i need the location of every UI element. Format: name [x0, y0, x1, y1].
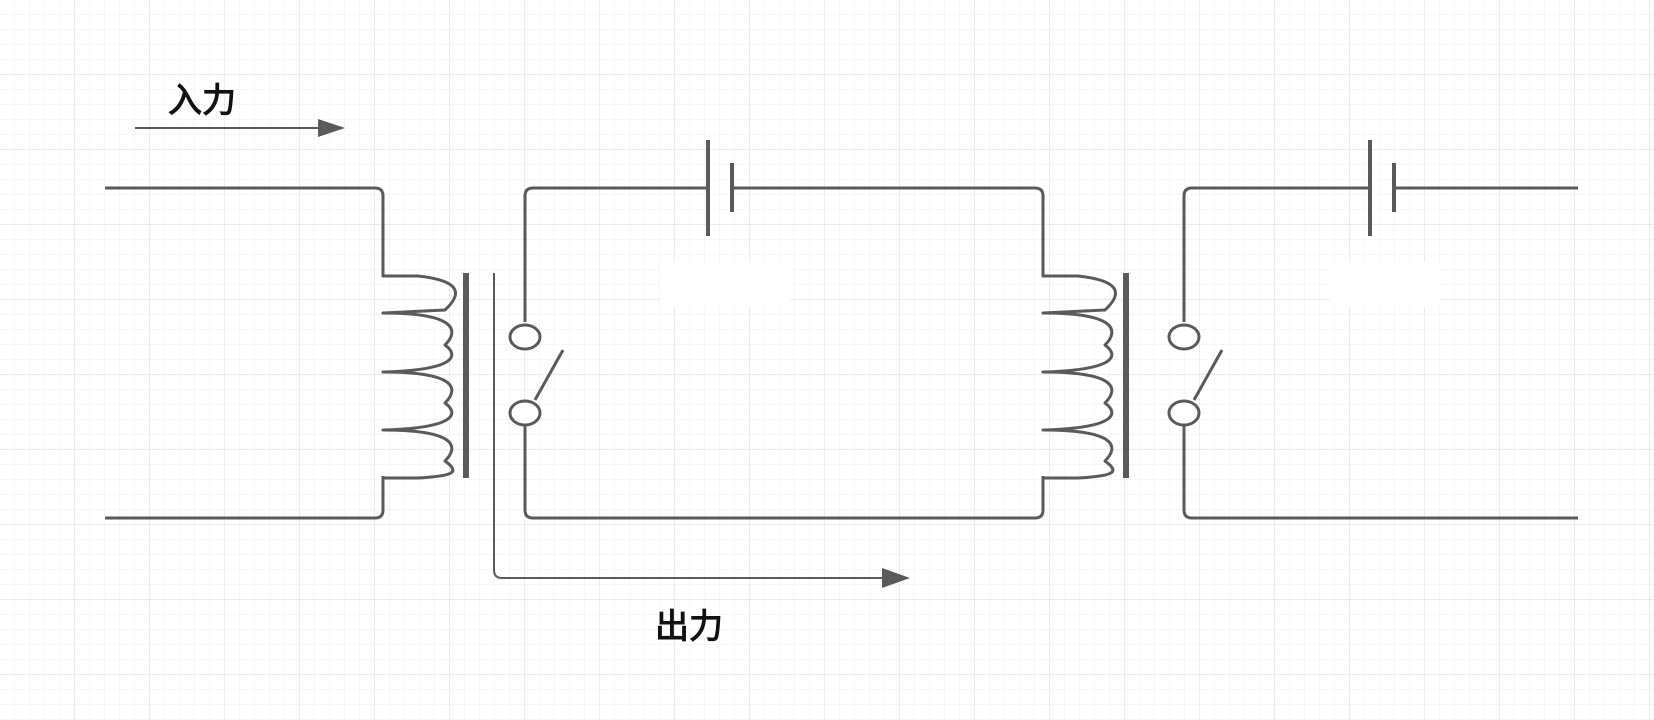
relay-2-contact-switch: [1167, 250, 1224, 510]
output-arrow: [493, 273, 910, 588]
battery-2: [1330, 140, 1440, 307]
input-wires: [105, 186, 385, 520]
relay-1-coil: [381, 246, 457, 510]
input-label: 入力: [168, 81, 236, 121]
relay-1-contact-switch: [508, 250, 565, 510]
input-arrow: [135, 119, 345, 137]
circuit-3-wires: [1182, 186, 1578, 520]
relay-2-coil: [1041, 246, 1117, 510]
output-label: 出力: [655, 607, 723, 647]
battery-1: [660, 140, 790, 307]
circuit-2-wires: [523, 186, 1045, 520]
